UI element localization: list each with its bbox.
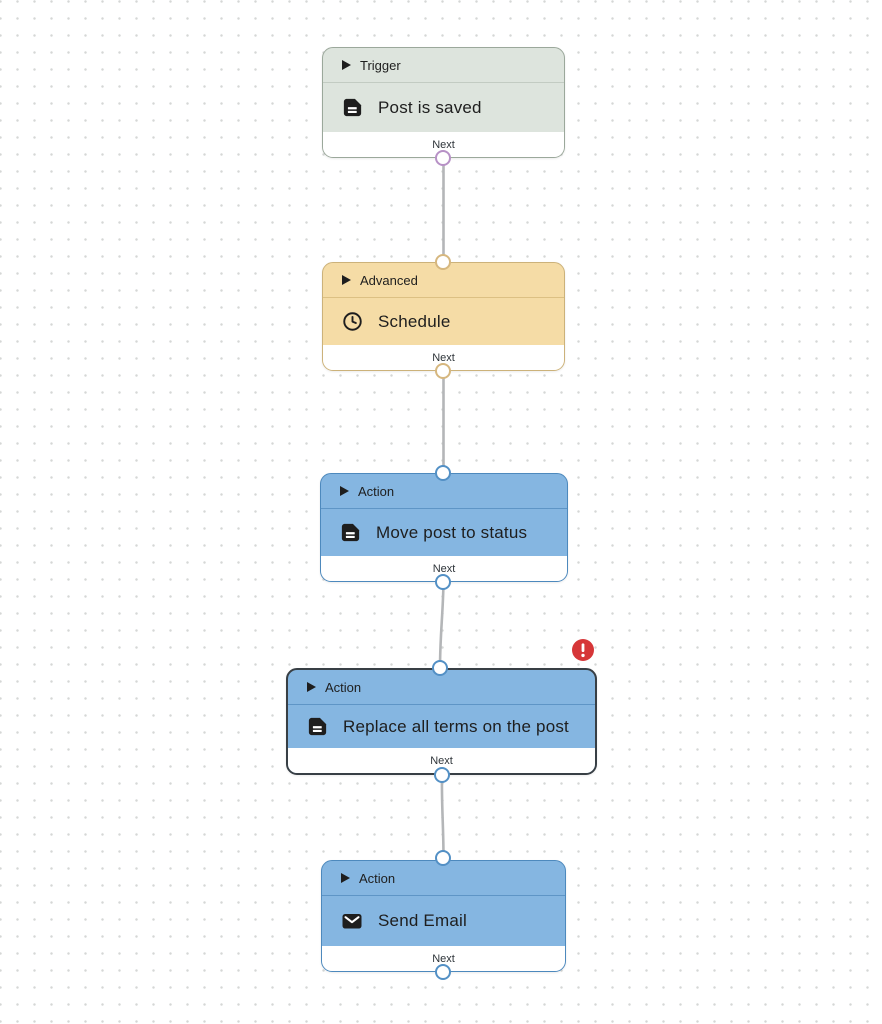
node-header[interactable]: Action bbox=[322, 861, 565, 896]
node-title: Post is saved bbox=[378, 97, 482, 117]
next-label: Next bbox=[432, 562, 456, 575]
node-header[interactable]: Action bbox=[288, 670, 595, 705]
node-category-label: Advanced bbox=[360, 272, 418, 288]
connector-port[interactable] bbox=[431, 659, 448, 676]
next-label: Next bbox=[432, 351, 455, 364]
next-label: Next bbox=[432, 138, 455, 151]
collapse-triangle-icon[interactable] bbox=[340, 486, 349, 496]
post-icon bbox=[341, 96, 364, 119]
edge-action2-to-action3 bbox=[440, 773, 445, 860]
connector-port[interactable] bbox=[435, 573, 451, 590]
connector-port[interactable] bbox=[435, 963, 451, 980]
collapse-triangle-icon[interactable] bbox=[342, 60, 351, 70]
node-category-label: Action bbox=[325, 679, 362, 695]
connector-port[interactable] bbox=[435, 362, 451, 379]
connector-port[interactable] bbox=[435, 253, 451, 270]
connector-port[interactable] bbox=[435, 849, 451, 866]
post-icon bbox=[339, 521, 362, 544]
clock-icon bbox=[341, 310, 364, 333]
node-action-move-post-to-status[interactable]: Action Move post to status Next bbox=[320, 473, 568, 582]
collapse-triangle-icon[interactable] bbox=[342, 275, 351, 285]
node-category-label: Action bbox=[358, 483, 395, 499]
email-icon bbox=[340, 909, 364, 933]
error-badge-icon bbox=[572, 639, 594, 661]
node-body: Schedule bbox=[323, 298, 564, 345]
node-header[interactable]: Action bbox=[321, 474, 567, 509]
collapse-triangle-icon[interactable] bbox=[307, 682, 316, 692]
collapse-triangle-icon[interactable] bbox=[341, 873, 350, 883]
connector-port[interactable] bbox=[435, 464, 451, 481]
edge-action1-to-action2 bbox=[438, 580, 445, 670]
node-title: Replace all terms on the post bbox=[343, 716, 569, 736]
node-header[interactable]: Advanced bbox=[323, 263, 564, 298]
node-header[interactable]: Trigger bbox=[323, 48, 564, 83]
node-trigger-post-is-saved[interactable]: Trigger Post is saved Next bbox=[322, 47, 565, 158]
node-title: Schedule bbox=[378, 311, 451, 331]
connector-port[interactable] bbox=[435, 149, 451, 166]
node-advanced-schedule[interactable]: Advanced Schedule Next bbox=[322, 262, 565, 371]
next-label: Next bbox=[432, 952, 455, 965]
node-body: Move post to status bbox=[321, 509, 567, 556]
node-category-label: Action bbox=[359, 870, 396, 886]
node-action-send-email[interactable]: Action Send Email Next bbox=[321, 860, 566, 972]
node-body: Replace all terms on the post bbox=[288, 705, 595, 748]
connector-port[interactable] bbox=[433, 766, 450, 783]
node-action-replace-all-terms[interactable]: Action Replace all terms on the post Nex… bbox=[286, 668, 597, 775]
next-label: Next bbox=[430, 754, 453, 767]
node-category-label: Trigger bbox=[360, 57, 401, 73]
node-title: Send Email bbox=[378, 911, 467, 930]
node-title: Move post to status bbox=[376, 522, 528, 542]
node-body: Send Email bbox=[322, 896, 565, 946]
node-body: Post is saved bbox=[323, 83, 564, 132]
post-icon bbox=[306, 715, 329, 738]
